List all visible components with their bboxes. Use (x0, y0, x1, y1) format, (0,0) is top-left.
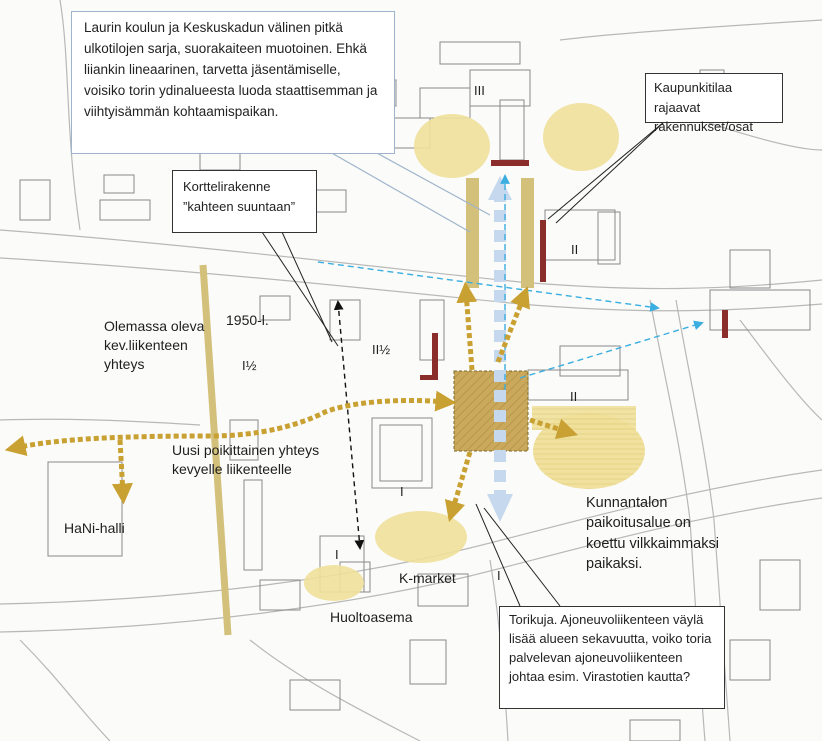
floors-i-half-label: I½ (242, 358, 257, 373)
torikuja-callout: Torikuja. Ajoneuvoliikenteen väylä lisää… (499, 606, 725, 709)
callout-pointers (261, 121, 665, 607)
town-hall-line2: paikoitusalue on (586, 515, 691, 532)
new-link-line2: kevyelle liikenteelle (172, 460, 292, 477)
space-defining-buildings-text: Kaupunkitilaa rajaavat rakennukset/osat (654, 80, 754, 134)
new-link-line1: Uusi poikittainen yhteys (172, 442, 320, 458)
floors-i-kmarket-label: I (497, 568, 501, 583)
block-direction-arrow (333, 300, 365, 550)
central-plaza (453, 370, 529, 452)
linear-space-callout: Laurin koulun ja Keskuskadun välinen pit… (71, 11, 395, 154)
gas-station-label: Huoltoasema (330, 609, 413, 625)
floors-ii-half-label: II½ (372, 342, 391, 357)
existing-link-line3: yhteys (104, 355, 145, 372)
existing-link-label: Olemassa oleva kev.liikenteen yhteys (104, 317, 204, 374)
block-structure-line1: Korttelirakenne (183, 179, 271, 194)
town-hall-line4: paikaksi. (586, 555, 643, 572)
existing-link-line2: kev.liikenteen (104, 336, 188, 353)
sightline-arrows (317, 174, 704, 390)
floors-iii-label: III (474, 83, 485, 98)
kmarket-label: K-market (399, 570, 456, 586)
hani-hall-label: HaNi-halli (64, 520, 125, 536)
floors-i-center-label: I (400, 484, 404, 499)
new-link-label: Uusi poikittainen yhteys kevyelle liiken… (172, 441, 319, 479)
floors-ii-upper-label: II (571, 242, 579, 257)
existing-link-line1: Olemassa oleva (104, 318, 205, 334)
town-hall-line3: koettu vilkkaimmaksi (586, 535, 719, 552)
light-traffic-arrows (4, 281, 579, 523)
linear-space-strips (466, 178, 534, 288)
town-hall-parking-label: Kunnantalon paikoitusalue on koettu vilk… (586, 493, 719, 574)
space-defining-edges (420, 160, 728, 380)
floors-ii-lower-label: II (570, 389, 578, 404)
block-structure-line2: ”kahteen suuntaan” (183, 199, 296, 215)
town-hall-line1: Kunnantalon (586, 495, 668, 511)
decade-label: 1950-l. (226, 312, 269, 328)
torikuja-callout-text: Torikuja. Ajoneuvoliikenteen väylä lisää… (509, 612, 712, 684)
main-pedestrian-axis (487, 176, 513, 522)
floors-i-gas-label: I (335, 547, 339, 562)
linear-space-callout-text: Laurin koulun ja Keskuskadun välinen pit… (84, 20, 378, 119)
block-structure-callout: Korttelirakenne ”kahteen suuntaan” (172, 170, 317, 233)
space-defining-buildings-callout: Kaupunkitilaa rajaavat rakennukset/osat (645, 73, 783, 134)
